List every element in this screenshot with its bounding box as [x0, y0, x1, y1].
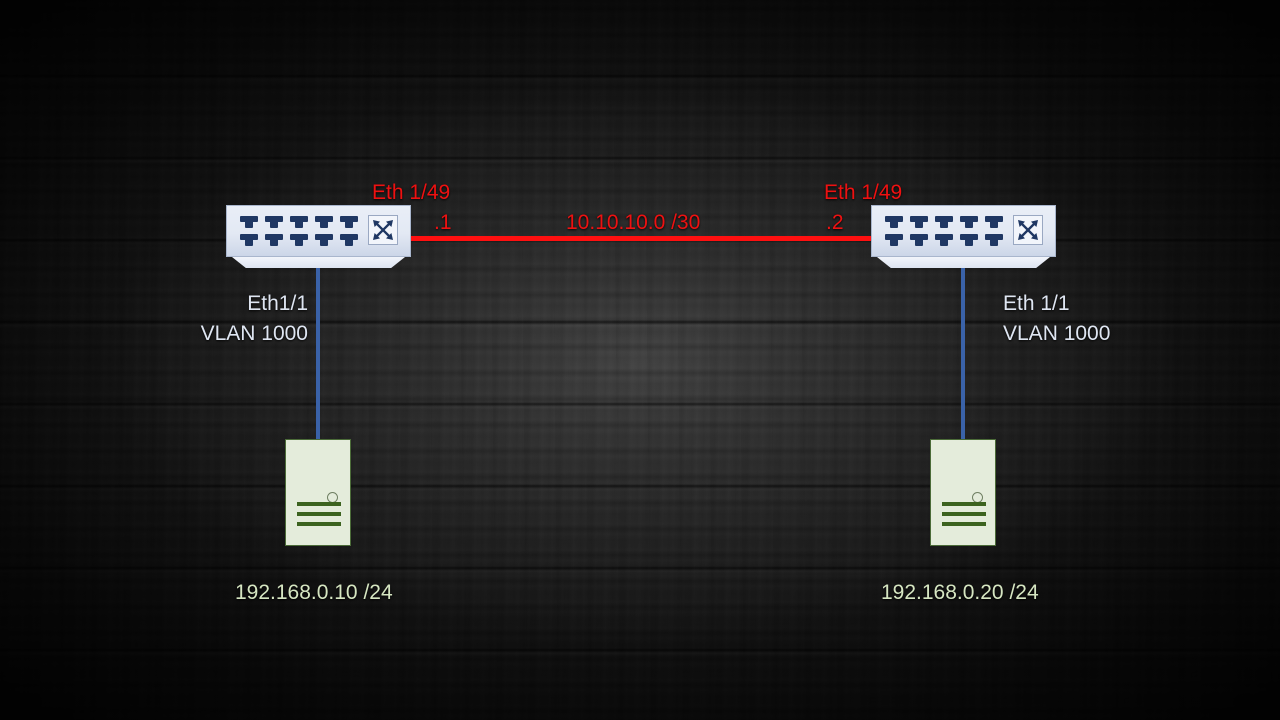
- rj45-port-icon: [960, 216, 978, 229]
- rj45-port-icon: [240, 216, 258, 229]
- server-slots-icon: [942, 502, 986, 526]
- left-access-blue-link: [316, 268, 320, 440]
- rj45-port-icon: [240, 234, 258, 247]
- rj45-port-icon: [290, 234, 308, 247]
- server-slot-bar: [942, 522, 986, 526]
- server-slots-icon: [297, 502, 341, 526]
- rj45-port-icon: [340, 216, 358, 229]
- right-access-blue-link: [961, 268, 965, 440]
- rj45-port-icon: [985, 234, 1003, 247]
- right-switch[interactable]: [871, 205, 1056, 269]
- rj45-port-icon: [265, 216, 283, 229]
- switch-crossed-arrows-icon: [368, 215, 398, 245]
- right-server[interactable]: [930, 439, 996, 546]
- left-switch-base: [232, 257, 405, 268]
- uplink-left-interface-label: Eth 1/49: [372, 181, 451, 204]
- rj45-port-icon: [290, 216, 308, 229]
- rj45-port-icon: [960, 234, 978, 247]
- rj45-port-icon: [910, 234, 928, 247]
- rj45-port-icon: [315, 234, 333, 247]
- rj45-port-icon: [340, 234, 358, 247]
- uplink-left-address-label: .1: [434, 211, 452, 234]
- server-slot-bar: [297, 502, 341, 506]
- server-slot-bar: [942, 502, 986, 506]
- rj45-port-icon: [885, 216, 903, 229]
- right-access-interface-label: Eth 1/1: [1003, 292, 1070, 315]
- right-access-vlan-label: VLAN 1000: [1003, 322, 1111, 345]
- left-access-interface-label: Eth1/1: [247, 292, 308, 315]
- rj45-port-icon: [985, 216, 1003, 229]
- uplink-subnet-label: 10.10.10.0 /30: [566, 211, 701, 234]
- left-switch-chassis: [226, 205, 411, 257]
- right-switch-chassis: [871, 205, 1056, 257]
- uplink-right-address-label: .2: [826, 211, 844, 234]
- left-switch[interactable]: [226, 205, 411, 269]
- left-host-ip-label: 192.168.0.10 /24: [235, 581, 393, 604]
- rj45-port-icon: [315, 216, 333, 229]
- right-switch-port-array: [885, 216, 1003, 248]
- rj45-port-icon: [265, 234, 283, 247]
- left-server[interactable]: [285, 439, 351, 546]
- server-slot-bar: [942, 512, 986, 516]
- rj45-port-icon: [885, 234, 903, 247]
- rj45-port-icon: [910, 216, 928, 229]
- server-slot-bar: [297, 522, 341, 526]
- rj45-port-icon: [935, 216, 953, 229]
- left-access-vlan-label: VLAN 1000: [200, 322, 308, 345]
- uplink-red-link: [409, 236, 871, 241]
- switch-crossed-arrows-icon: [1013, 215, 1043, 245]
- rj45-port-icon: [935, 234, 953, 247]
- right-switch-base: [877, 257, 1050, 268]
- server-slot-bar: [297, 512, 341, 516]
- right-host-ip-label: 192.168.0.20 /24: [881, 581, 1039, 604]
- left-switch-port-array: [240, 216, 358, 248]
- uplink-right-interface-label: Eth 1/49: [824, 181, 903, 204]
